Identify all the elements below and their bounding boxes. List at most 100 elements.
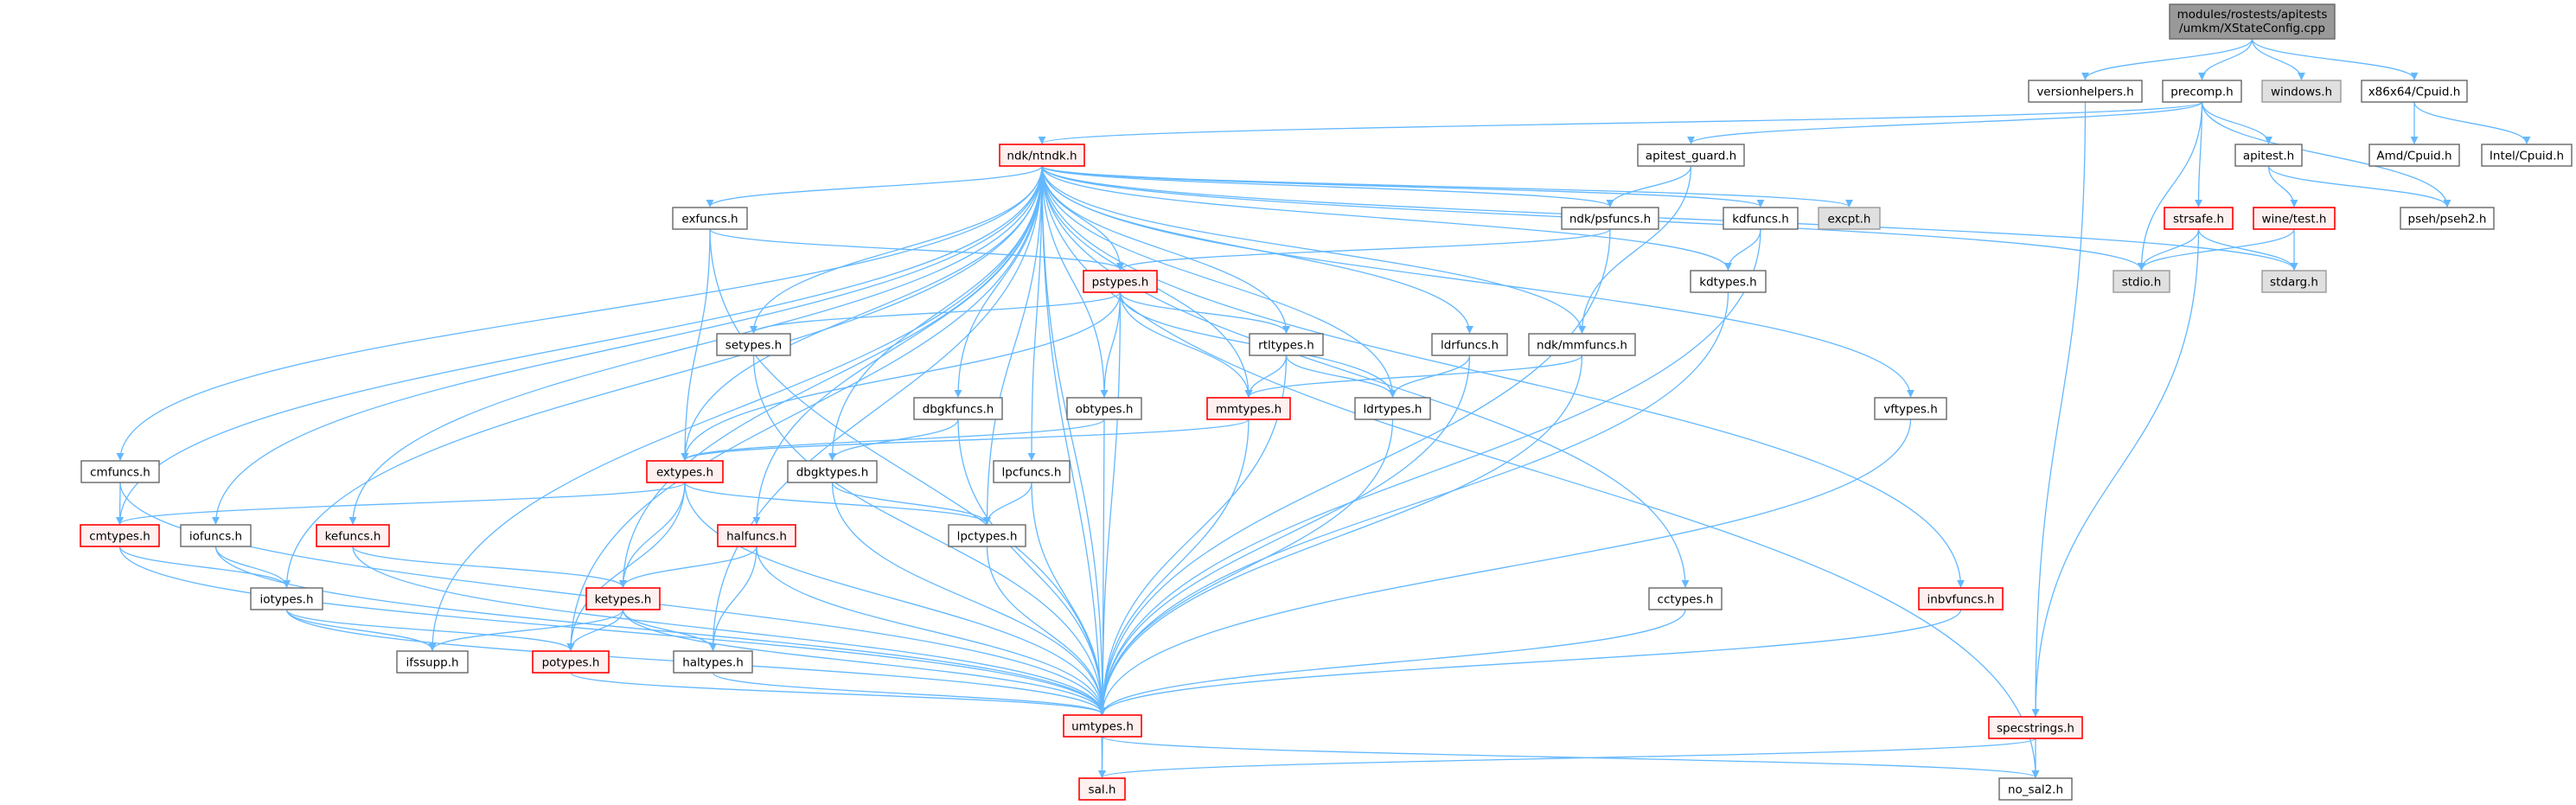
node-box[interactable] [1078,777,1126,801]
node-box[interactable] [2261,270,2327,293]
node-stdarg[interactable]: stdarg.h [2261,270,2327,293]
node-obtypes[interactable]: obtypes.h [1066,397,1142,420]
node-box[interactable] [2481,144,2573,167]
node-mmtypes[interactable]: mmtypes.h [1206,397,1291,420]
node-box[interactable] [80,524,160,547]
node-setypes[interactable]: setypes.h [716,333,791,356]
node-box[interactable] [2400,207,2495,230]
node-vftypes[interactable]: vftypes.h [1874,397,1947,420]
node-cmfuncs[interactable]: cmfuncs.h [80,460,160,483]
node-box[interactable] [2113,270,2170,293]
node-ntndk[interactable]: ndk/ntndk.h [999,144,1085,167]
node-x86cpuid[interactable]: x86x64/Cpuid.h [2361,80,2468,103]
node-ifssupp[interactable]: ifssupp.h [396,650,469,674]
node-kefuncs[interactable]: kefuncs.h [316,524,390,547]
node-box[interactable] [250,587,323,610]
node-psfuncs[interactable]: ndk/psfuncs.h [1561,207,1659,230]
node-box[interactable] [1431,333,1508,356]
node-mmfuncs[interactable]: ndk/mmfuncs.h [1528,333,1636,356]
node-box[interactable] [396,650,469,674]
node-box[interactable] [646,460,724,483]
node-rtltypes[interactable]: rtltypes.h [1249,333,1324,356]
node-exfuncs[interactable]: exfuncs.h [672,207,748,230]
node-box[interactable] [948,524,1026,547]
node-box[interactable] [2162,80,2242,103]
node-specstrings[interactable]: specstrings.h [1988,716,2083,739]
node-winetest[interactable]: wine/test.h [2253,207,2336,230]
node-box[interactable] [1723,207,1799,230]
node-box[interactable] [716,333,791,356]
node-halfuncs[interactable]: halfuncs.h [717,524,796,547]
node-apitest[interactable]: apitest.h [2234,144,2303,167]
node-box[interactable] [585,587,661,610]
node-intelcpuid[interactable]: Intel/Cpuid.h [2481,144,2573,167]
node-root[interactable]: modules/rostests/apitests/umkm/XStateCon… [2169,3,2336,40]
node-box[interactable] [1561,207,1659,230]
node-box[interactable] [1818,207,1881,230]
node-lpctypes[interactable]: lpctypes.h [948,524,1026,547]
node-box[interactable] [1206,397,1291,420]
node-box[interactable] [1066,397,1142,420]
node-box[interactable] [1637,144,1745,167]
node-box[interactable] [2169,3,2336,40]
node-box[interactable] [1648,587,1723,610]
node-windows[interactable]: windows.h [2261,80,2342,103]
node-box[interactable] [993,460,1071,483]
node-box[interactable] [1063,714,1142,738]
node-cmtypes[interactable]: cmtypes.h [80,524,160,547]
node-box[interactable] [1083,270,1158,293]
node-box[interactable] [2361,80,2468,103]
node-nosal2[interactable]: no_sal2.h [1998,777,2073,801]
node-kdtypes[interactable]: kdtypes.h [1690,270,1767,293]
node-box[interactable] [2368,144,2460,167]
node-ldrfuncs[interactable]: ldrfuncs.h [1431,333,1508,356]
node-haltypes[interactable]: haltypes.h [673,650,753,674]
node-cctypes[interactable]: cctypes.h [1648,587,1723,610]
node-box[interactable] [316,524,390,547]
node-pstypes[interactable]: pstypes.h [1083,270,1158,293]
node-box[interactable] [80,460,160,483]
node-dbgktypes[interactable]: dbgktypes.h [787,460,878,483]
node-apitest_guard[interactable]: apitest_guard.h [1637,144,1745,167]
node-precomp[interactable]: precomp.h [2162,80,2242,103]
node-strsafe[interactable]: strsafe.h [2164,207,2234,230]
node-extypes[interactable]: extypes.h [646,460,724,483]
node-box[interactable] [180,524,252,547]
node-dbgkfuncs[interactable]: dbgkfuncs.h [913,397,1003,420]
node-sal[interactable]: sal.h [1078,777,1126,801]
node-box[interactable] [1528,333,1636,356]
node-ketypes[interactable]: ketypes.h [585,587,661,610]
node-potypes[interactable]: potypes.h [532,650,610,674]
node-versionhelpers[interactable]: versionhelpers.h [2028,80,2143,103]
node-box[interactable] [1874,397,1947,420]
node-iofuncs[interactable]: iofuncs.h [180,524,252,547]
node-box[interactable] [717,524,796,547]
node-stdio[interactable]: stdio.h [2113,270,2170,293]
node-box[interactable] [999,144,1085,167]
node-box[interactable] [1988,716,2083,739]
node-box[interactable] [2261,80,2342,103]
node-umtypes[interactable]: umtypes.h [1063,714,1142,738]
node-box[interactable] [787,460,878,483]
node-kdfuncs[interactable]: kdfuncs.h [1723,207,1799,230]
node-inbvfuncs[interactable]: inbvfuncs.h [1918,587,2004,610]
node-lpcfuncs[interactable]: lpcfuncs.h [993,460,1071,483]
node-box[interactable] [1249,333,1324,356]
node-box[interactable] [913,397,1003,420]
node-amdcpuid[interactable]: Amd/Cpuid.h [2368,144,2460,167]
node-box[interactable] [673,650,753,674]
node-box[interactable] [2253,207,2336,230]
node-excpt[interactable]: excpt.h [1818,207,1881,230]
node-pseh2[interactable]: pseh/pseh2.h [2400,207,2495,230]
node-box[interactable] [1918,587,2004,610]
node-box[interactable] [1998,777,2073,801]
node-ldrtypes[interactable]: ldrtypes.h [1354,397,1431,420]
node-box[interactable] [1354,397,1431,420]
node-iotypes[interactable]: iotypes.h [250,587,323,610]
node-box[interactable] [2234,144,2303,167]
node-box[interactable] [2164,207,2234,230]
node-box[interactable] [532,650,610,674]
node-box[interactable] [1690,270,1767,293]
node-box[interactable] [672,207,748,230]
node-box[interactable] [2028,80,2143,103]
